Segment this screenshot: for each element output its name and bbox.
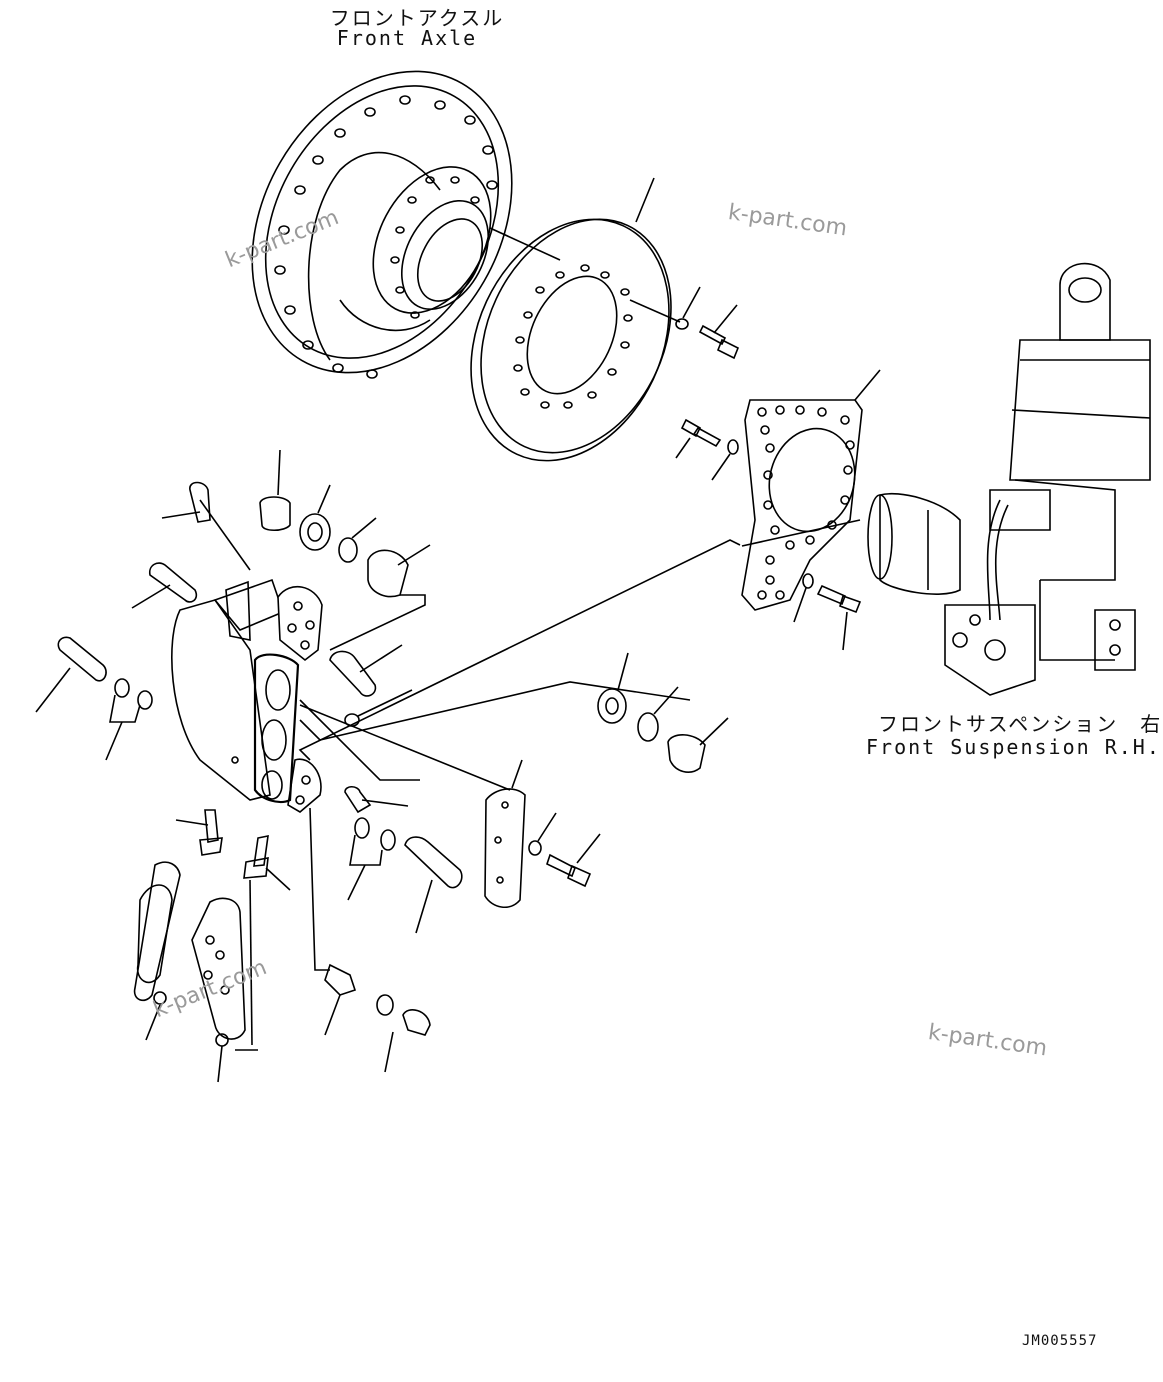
leader-line (298, 539, 741, 761)
caliper-bracket (741, 369, 881, 611)
front-axle-label-en: Front Axle (336, 26, 478, 50)
front-axle-label-jp: フロントアクスル (329, 6, 505, 30)
brake-disc (470, 177, 681, 462)
leader-line (741, 519, 861, 547)
front-axle-hub (251, 70, 513, 379)
drawing-code: JM005557 (1022, 1333, 1098, 1349)
front-suspension-cylinder (867, 262, 1151, 696)
dust-seal-parts (597, 652, 729, 773)
disc-bolt-washer (675, 286, 740, 360)
brake-pads (133, 861, 258, 1083)
bracket-bolts (675, 418, 862, 651)
front-suspension-label-en: Front Suspension R.H. (866, 735, 1161, 759)
caliper-body (171, 578, 323, 813)
front-suspension-label-jp: フロントサスペンション 右 (878, 712, 1163, 736)
shield-plate (299, 704, 601, 908)
caliper-pins (35, 449, 691, 1073)
